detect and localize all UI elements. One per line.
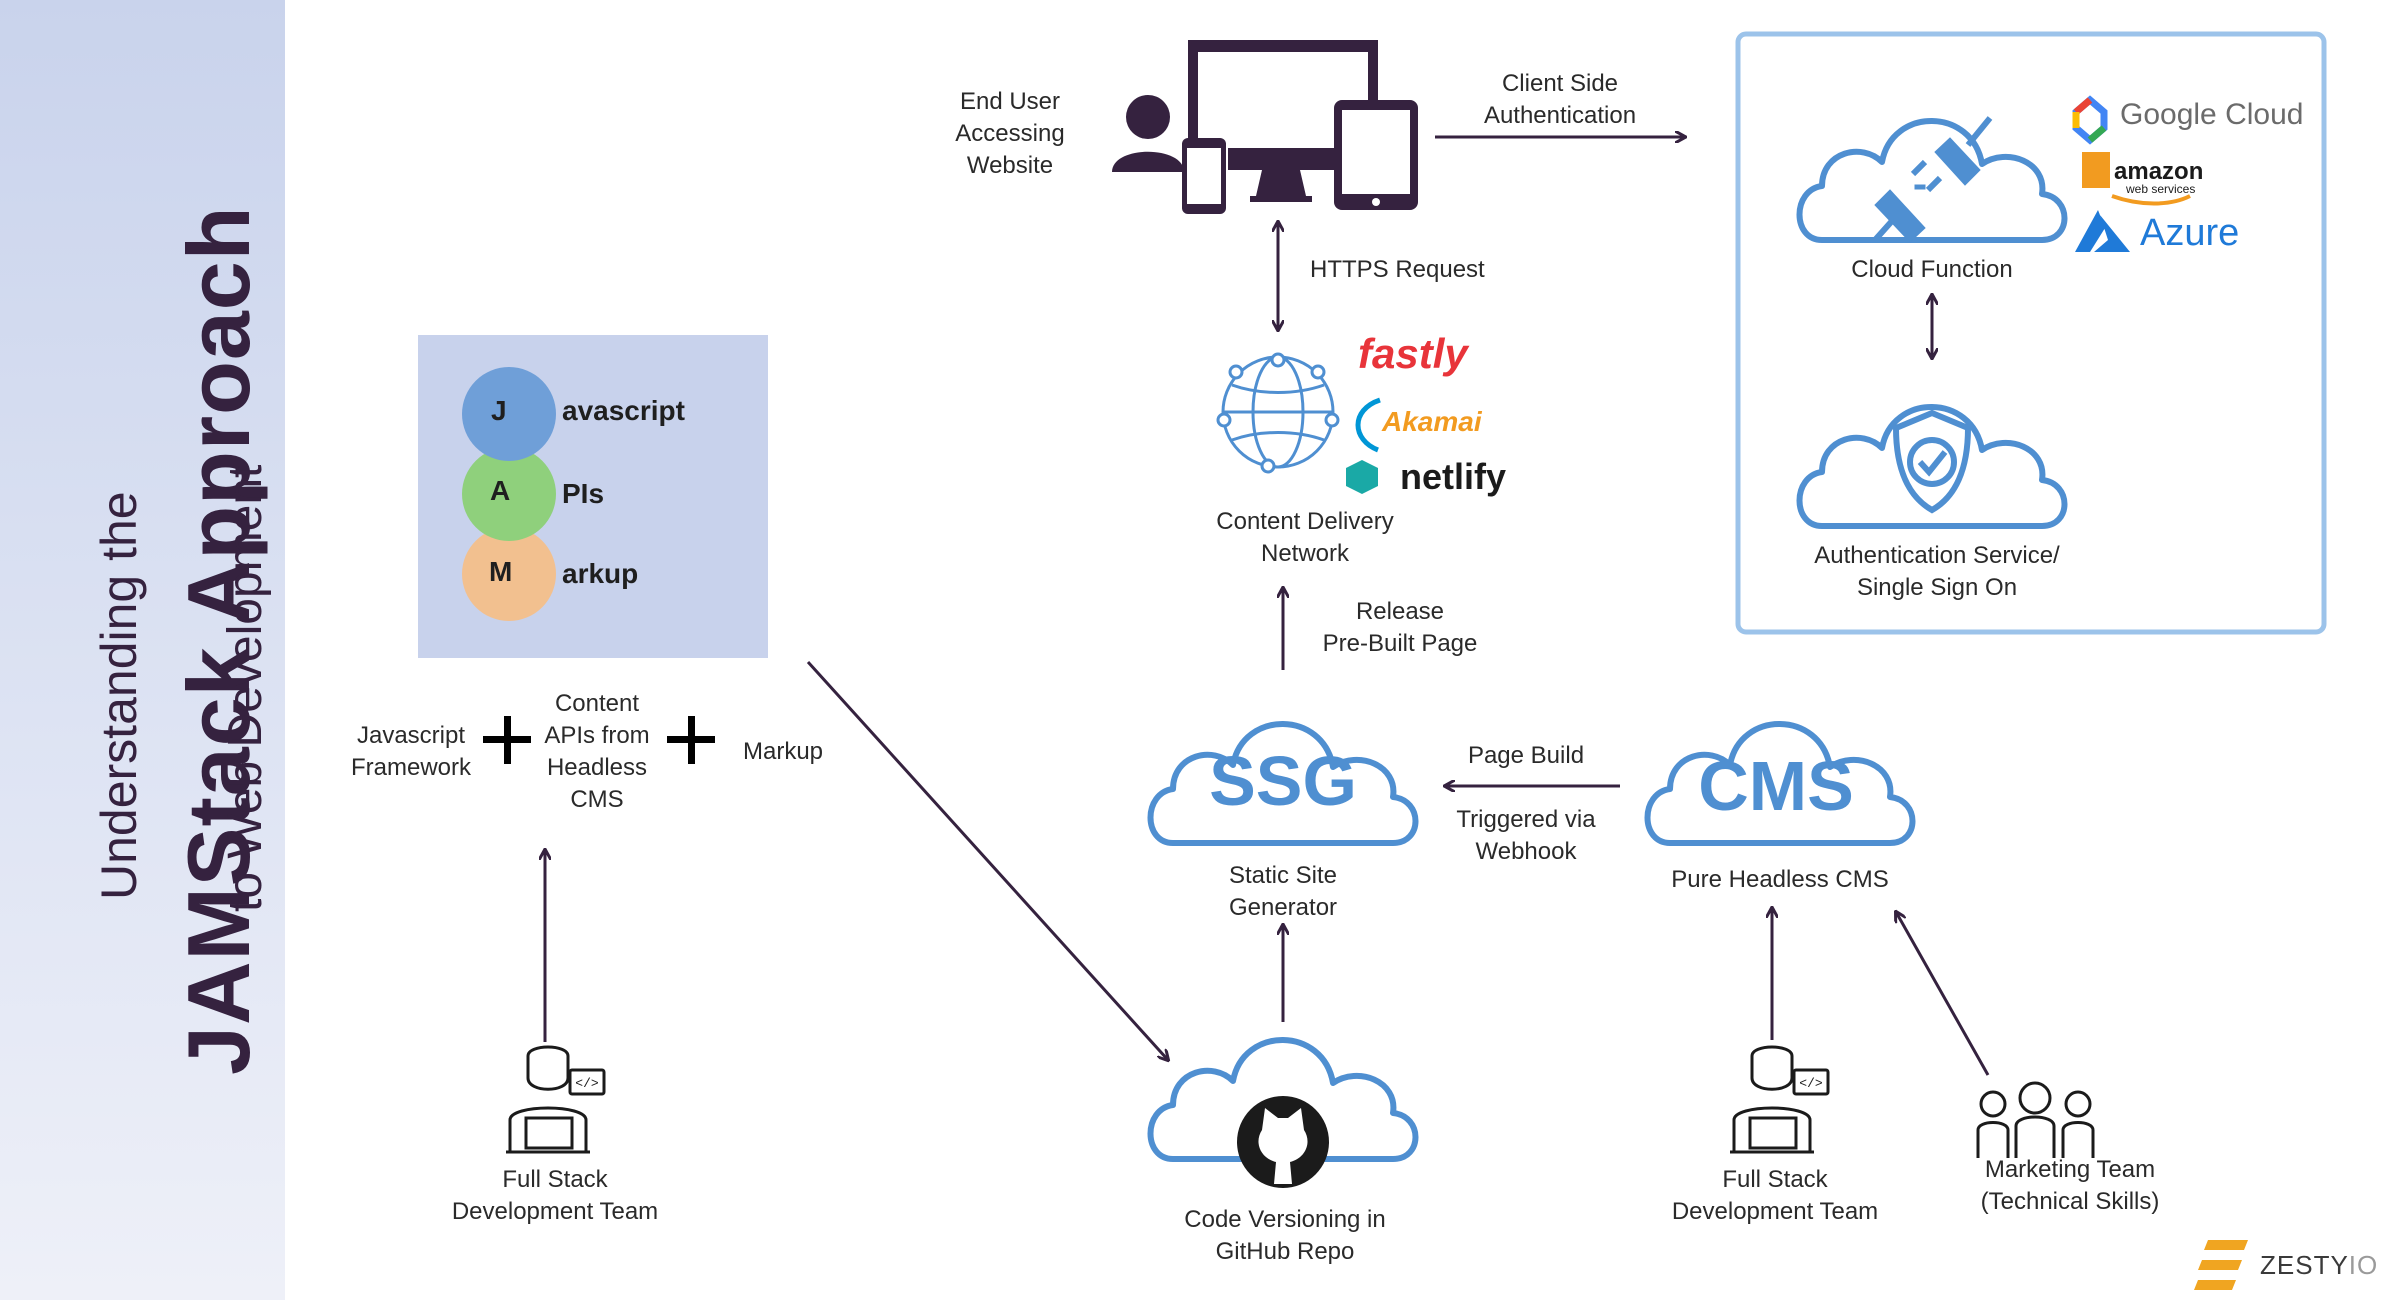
fastly-logo: fastly [1358, 330, 1468, 377]
jam-letter-a: A [490, 475, 511, 506]
akamai-logo: Akamai [1382, 406, 1482, 437]
cloud-provider-group [1735, 31, 2327, 635]
svg-text:</>: </> [575, 1076, 599, 1091]
zesty-logo-text: ZESTYIO [2260, 1250, 2379, 1280]
google-cloud-logo: Google Cloud [2120, 98, 2304, 131]
jam-word-javascript: avascript [562, 395, 685, 426]
google-cloud-logo-icon [2072, 95, 2108, 145]
plug-icon [1872, 116, 1993, 243]
plus-icon [483, 716, 531, 764]
arrow-jam-to-github [806, 660, 1168, 1060]
monitor-stand-icon [1228, 148, 1338, 170]
github-icon [1237, 1096, 1329, 1188]
aws-logo-icon [2082, 152, 2191, 206]
developer-icon: </> [506, 1045, 606, 1154]
auth-service-label: Authentication Service/Single Sign On [1814, 542, 2060, 601]
jam-word-apis: PIs [562, 478, 605, 509]
svg-text:</>: </> [1799, 1076, 1823, 1091]
jam-letter-j: J [491, 395, 507, 426]
markup-label: Markup [742, 738, 824, 765]
jam-circle-m [462, 527, 556, 621]
devices-icon [1112, 40, 1418, 214]
arrow-marketing-to-cms [1896, 912, 1990, 1076]
netlify-logo-icon [1346, 460, 1378, 494]
cms-text: CMS [1698, 747, 1854, 825]
arrows [545, 137, 1990, 1076]
amazon-logo: amazon [2114, 158, 2204, 185]
azure-logo-icon [2075, 210, 2130, 252]
sidebar-title-panel: Understanding the JAMStack Approach to W… [0, 0, 285, 1300]
jam-circle-j [462, 367, 556, 461]
marketing-team-label: Marketing Team(Technical Skills) [1980, 1156, 2160, 1215]
jam-letter-m: M [489, 556, 513, 587]
zesty-logo-icon [2194, 1240, 2248, 1290]
cms-caption: Pure Headless CMS [1671, 866, 1889, 893]
akamai-logo-icon [1355, 397, 1381, 453]
team-icon [1976, 1081, 2095, 1158]
https-request-label: HTTPS Request [1310, 256, 1485, 283]
plus-icon [667, 716, 715, 764]
globe-network-icon [1216, 352, 1340, 474]
cloud-function-cloud [1800, 121, 2065, 240]
aws-subtext: web services [2126, 182, 2196, 196]
developer-icon: </> [1730, 1045, 1830, 1154]
user-icon [1112, 95, 1184, 172]
jam-circle-a [462, 447, 556, 541]
page-build-label: Page Build [1467, 742, 1585, 769]
jam-circles [462, 367, 556, 621]
jam-word-markup: arkup [562, 558, 639, 589]
netlify-logo: netlify [1400, 456, 1507, 497]
shield-check-icon [1892, 409, 1972, 514]
cloud-function-label: Cloud Function [1851, 256, 2013, 283]
ssg-text: SSG [1209, 742, 1357, 820]
azure-logo: Azure [2140, 212, 2240, 254]
